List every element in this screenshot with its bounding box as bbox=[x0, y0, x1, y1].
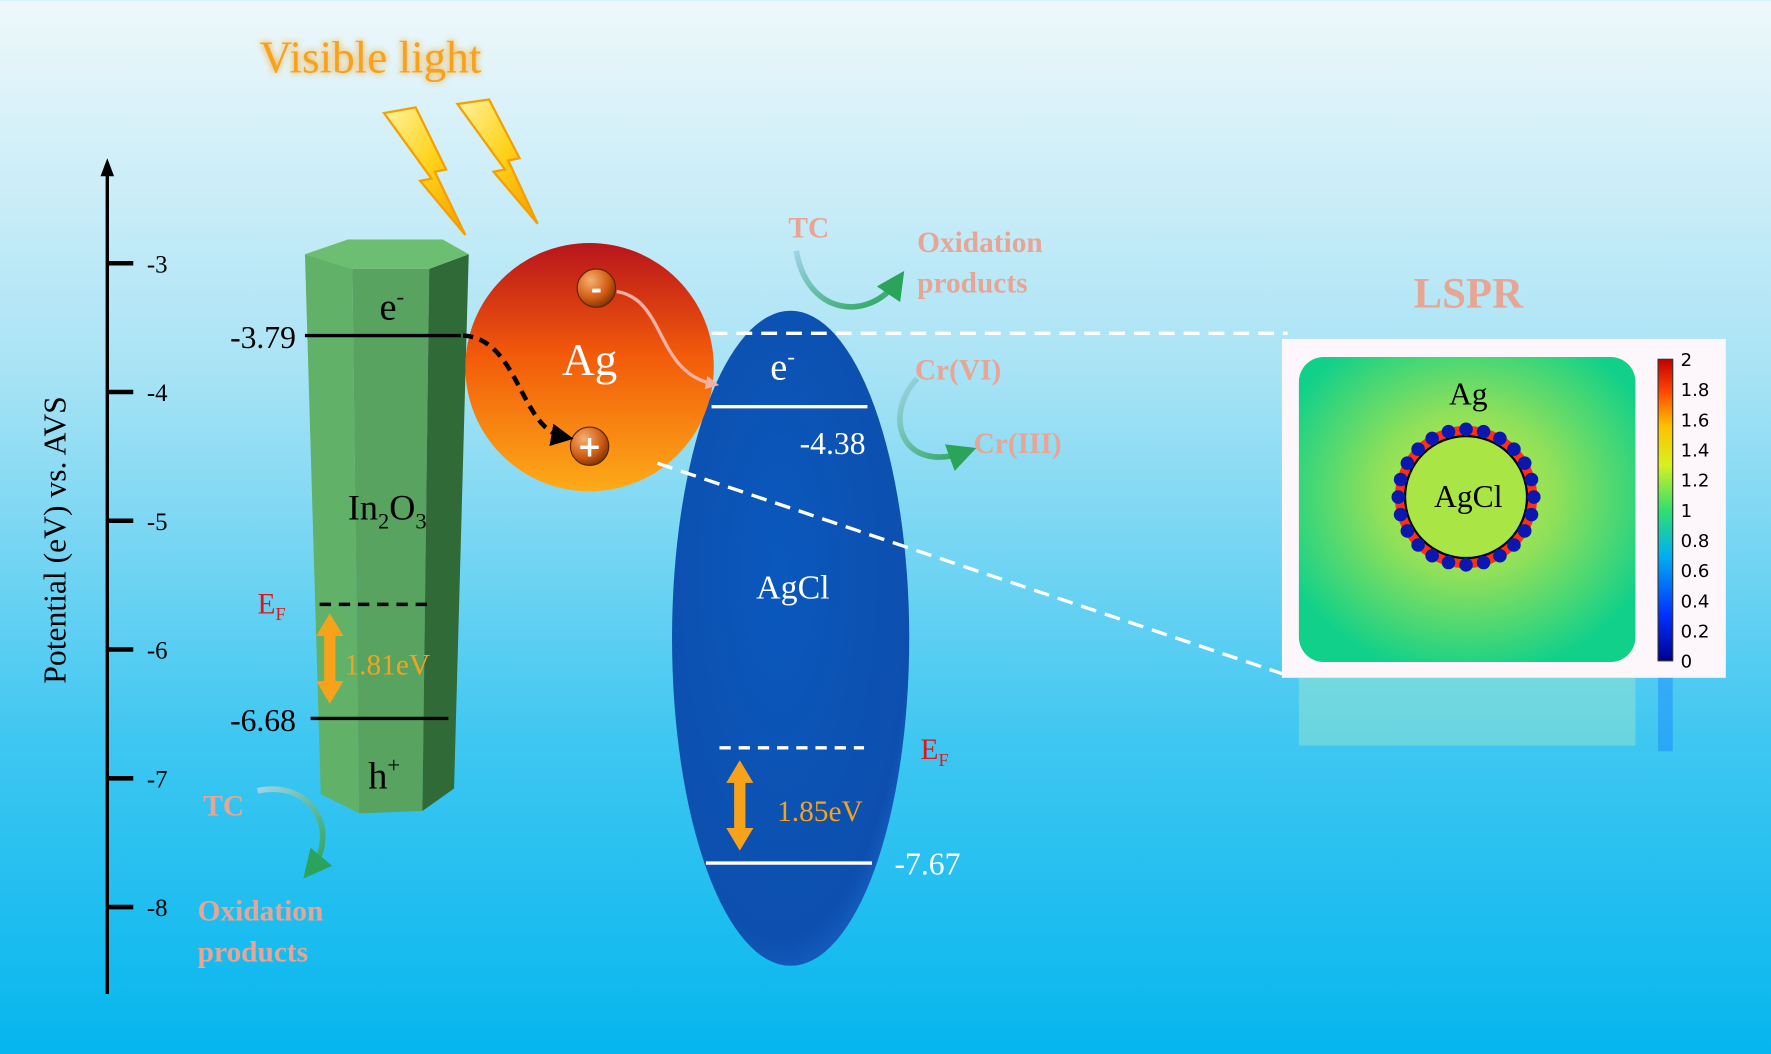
plasmon-dot bbox=[1459, 422, 1473, 437]
zoom-guide-line bbox=[656, 461, 1289, 678]
colorbar-tick-label: 1.2 bbox=[1681, 471, 1710, 492]
lspr-reflection bbox=[1298, 677, 1673, 752]
colorbar-tick-label: 0.2 bbox=[1681, 621, 1710, 642]
lightning-bolt-icon bbox=[455, 98, 539, 225]
electron-ball-icon bbox=[576, 268, 617, 308]
in2o3-tc-label: TC bbox=[203, 791, 244, 823]
cr6-label: Cr(VI) bbox=[915, 355, 1001, 387]
plasmon-dot bbox=[1411, 442, 1425, 456]
axis-label: Potential (eV) vs. AVS bbox=[38, 396, 73, 683]
potential-axis: -3 -4 -5 -6 -7 -8 Potential (eV) vs. AVS bbox=[38, 158, 168, 995]
colorbar-tick-label: 0.8 bbox=[1681, 531, 1710, 552]
agcl-products-line1: Oxidation bbox=[917, 227, 1043, 259]
plasmon-dot bbox=[1493, 548, 1507, 563]
lspr-ag-label: Ag bbox=[1449, 376, 1488, 411]
agcl-gap-value: 1.85eV bbox=[777, 796, 863, 828]
ag-label: Ag bbox=[562, 335, 617, 385]
hole-ball-icon bbox=[569, 426, 610, 467]
lspr-title: LSPR bbox=[1413, 270, 1524, 317]
plasmon-dot bbox=[1441, 424, 1456, 439]
plasmon-dot bbox=[1524, 472, 1539, 487]
agcl-cb-value: -4.38 bbox=[800, 426, 866, 461]
agcl-vb-value: -7.67 bbox=[895, 846, 961, 881]
plasmon-dot bbox=[1393, 472, 1408, 487]
agcl-label: AgCl bbox=[756, 570, 829, 607]
plasmon-dot bbox=[1400, 524, 1415, 538]
plasmon-dot bbox=[1393, 507, 1408, 522]
agcl-gap-arrow bbox=[726, 760, 754, 851]
in2o3-vb-value: -6.68 bbox=[230, 703, 296, 738]
axis-tick-label: -7 bbox=[147, 766, 168, 793]
plasmon-dot bbox=[1425, 548, 1439, 563]
cr3-label: Cr(III) bbox=[974, 428, 1062, 460]
colorbar-tick-label: 0.6 bbox=[1681, 561, 1710, 582]
plasmon-dot bbox=[1507, 442, 1521, 456]
electron-injection-arrow bbox=[616, 289, 720, 390]
in2o3-cb-value: -3.79 bbox=[230, 320, 296, 355]
agcl-ellipse bbox=[672, 310, 910, 966]
plasmon-dot bbox=[1517, 524, 1532, 538]
in2o3-fermi-label: EF bbox=[258, 588, 286, 624]
colorbar-tick-label: 0.4 bbox=[1681, 591, 1710, 612]
axis-tick-label: -8 bbox=[147, 895, 168, 922]
agcl-electron: e- bbox=[770, 344, 795, 389]
plasmon-dot bbox=[1476, 424, 1491, 439]
agcl-fermi-label: EF bbox=[921, 734, 949, 770]
agcl-products-line2: products bbox=[917, 268, 1027, 300]
colorbar-tick-label: 2 bbox=[1681, 350, 1693, 371]
plasmon-dot bbox=[1493, 431, 1507, 446]
axis-tick-label: -6 bbox=[147, 638, 168, 665]
in2o3-hole: h+ bbox=[368, 753, 400, 798]
colorbar-tick-label: 0 bbox=[1681, 652, 1693, 673]
plasmon-dot bbox=[1459, 558, 1473, 572]
lspr-field-map: Ag AgCl 2 1.8 1.6 1.4 1.2 1 0.8 0.6 0.4 0.2 0 bbox=[1281, 338, 1726, 678]
agcl-tc-label: TC bbox=[788, 212, 829, 244]
lspr-agcl-label: AgCl bbox=[1434, 479, 1503, 514]
plasmon-dot bbox=[1425, 431, 1439, 446]
colorbar-tick-label: 1.6 bbox=[1681, 410, 1710, 431]
colorbar-tick-label: 1.8 bbox=[1681, 380, 1710, 401]
minus-sign: - bbox=[591, 274, 602, 305]
plasmon-dot bbox=[1476, 555, 1491, 570]
axis-tick-label: -3 bbox=[147, 251, 168, 278]
axis-tick-label: -5 bbox=[147, 509, 168, 536]
plasmon-dot bbox=[1507, 538, 1521, 552]
in2o3-products-line1: Oxidation bbox=[198, 896, 324, 928]
agcl-oxidation-arrow bbox=[793, 250, 905, 310]
electron-transfer-arrow bbox=[462, 333, 574, 446]
plasmon-dot bbox=[1411, 538, 1425, 552]
plasmon-dot bbox=[1517, 456, 1532, 470]
plus-sign: + bbox=[577, 429, 602, 463]
plasmon-dot bbox=[1391, 490, 1406, 504]
plasmon-dot bbox=[1527, 490, 1541, 504]
visible-light-title: Visible light bbox=[260, 32, 482, 82]
in2o3-prism bbox=[304, 239, 469, 814]
cr-reduction-arrow bbox=[897, 376, 977, 471]
lightning-bolt-icon bbox=[382, 106, 467, 236]
colorbar-tick-label: 1.4 bbox=[1681, 441, 1710, 462]
in2o3-oxidation-arrow bbox=[256, 786, 333, 879]
plasmon-dot bbox=[1441, 555, 1456, 570]
axis-tick-label: -4 bbox=[147, 380, 168, 407]
plasmon-dot bbox=[1524, 507, 1539, 522]
in2o3-gap-value: 1.81eV bbox=[344, 649, 430, 681]
in2o3-gap-arrow bbox=[316, 613, 344, 704]
in2o3-label: In2O3 bbox=[348, 488, 427, 534]
colorbar bbox=[1657, 358, 1674, 662]
in2o3-products-line2: products bbox=[198, 936, 308, 968]
in2o3-electron: e- bbox=[380, 284, 405, 329]
plasmon-dot bbox=[1400, 456, 1415, 470]
colorbar-tick-label: 1 bbox=[1681, 501, 1693, 522]
ag-sphere bbox=[465, 242, 714, 492]
